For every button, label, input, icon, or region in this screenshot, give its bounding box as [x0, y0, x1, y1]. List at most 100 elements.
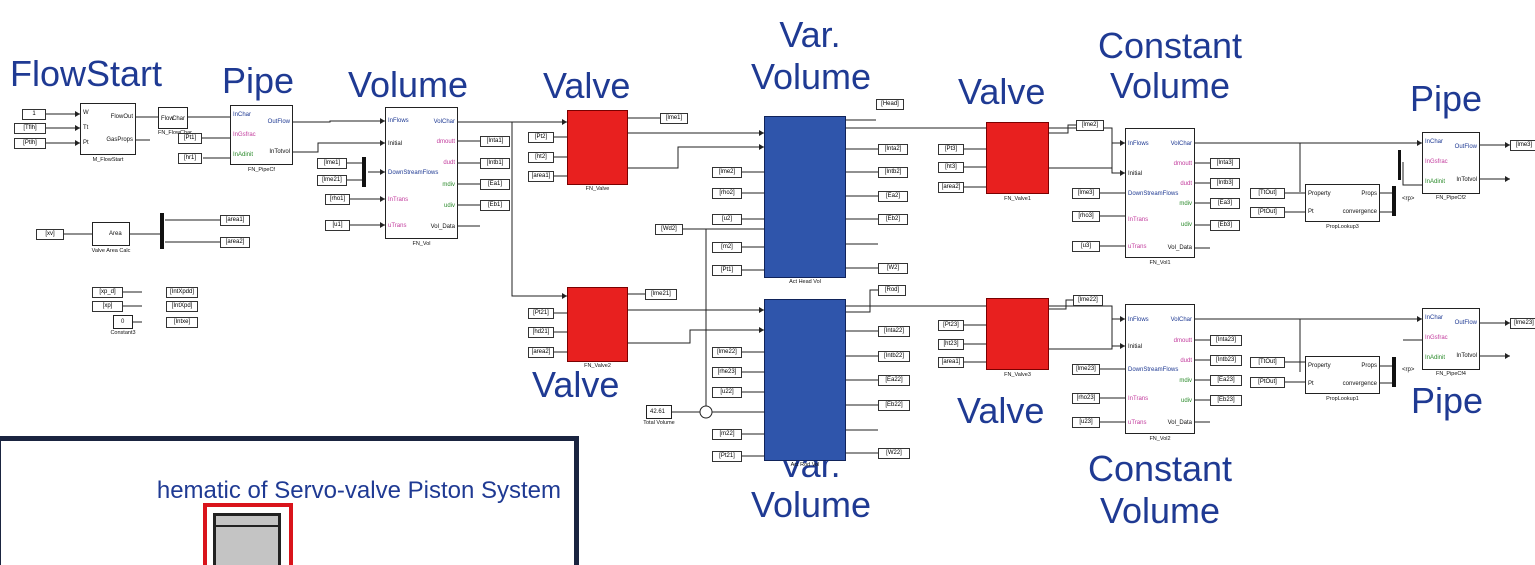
valve2-block[interactable]	[567, 287, 628, 362]
tag-input[interactable]: [xv]	[36, 229, 64, 240]
tag-input[interactable]: [hd21]	[528, 327, 554, 338]
tag-input[interactable]: [Pt23]	[938, 320, 964, 331]
tag-output[interactable]: [lme21]	[645, 289, 677, 300]
tag-output[interactable]: [Rod]	[878, 285, 906, 296]
tag-output[interactable]: [Ea23]	[1210, 375, 1242, 386]
tag-input[interactable]: [area2]	[938, 182, 964, 193]
tag-output[interactable]: [lme23]	[1510, 318, 1535, 329]
constant-volume1-block[interactable]: InFlows Initial DownStreamFlows InTrans …	[1125, 128, 1195, 258]
flowchar-block[interactable]: Flow Char	[158, 107, 188, 129]
tag-output[interactable]: [Intb3]	[1210, 178, 1240, 189]
proplookup1-label: PropLookup1	[1326, 396, 1359, 402]
tag-input[interactable]: [area1]	[528, 171, 554, 182]
tag-output[interactable]: [Inta1]	[480, 136, 510, 147]
tag-output[interactable]: [lme3]	[1510, 140, 1535, 151]
tag-output[interactable]: [Intxe]	[166, 317, 198, 328]
tag-output[interactable]: [Intb23]	[1210, 355, 1242, 366]
tag-input[interactable]: [u1]	[325, 220, 350, 231]
constant3-block[interactable]: 0	[113, 315, 133, 329]
flowstart-block[interactable]: W Tt Pt FlowOut GasProps	[80, 103, 136, 155]
tag-input[interactable]: [Tflh]	[14, 123, 46, 134]
tag-input[interactable]: [rho2]	[712, 188, 742, 199]
tag-input[interactable]: [area1]	[938, 357, 964, 368]
tag-input[interactable]: [hr1]	[178, 153, 202, 164]
tag-output[interactable]: [Ea22]	[878, 375, 910, 386]
tag-input[interactable]: [rhe23]	[712, 367, 742, 378]
tag-output[interactable]: [IntXpd]	[166, 301, 198, 312]
tag-input[interactable]: [lme21]	[317, 175, 347, 186]
tag-input[interactable]: 1	[22, 109, 46, 120]
constant-volume2-block[interactable]: InFlows Initial DownStreamFlows InTrans …	[1125, 304, 1195, 434]
tag-output[interactable]: [W2]	[878, 263, 908, 274]
tag-output[interactable]: [Eb3]	[1210, 220, 1240, 231]
tag-output[interactable]: [Eb22]	[878, 400, 910, 411]
tag-input[interactable]: [Pt2]	[528, 132, 554, 143]
proplookup1-block[interactable]: Property Pt Props convergence	[1305, 356, 1380, 394]
tag-input[interactable]: [lme3]	[1072, 188, 1100, 199]
tag-output[interactable]: [Intb2]	[878, 167, 908, 178]
tag-output[interactable]: [Ea2]	[878, 191, 908, 202]
proplookup3-block[interactable]: Property Pt Props convergence	[1305, 184, 1380, 222]
tag-input[interactable]: [PtOut]	[1250, 207, 1285, 218]
tag-output[interactable]: [W22]	[878, 448, 910, 459]
tag-input[interactable]: [xp_d]	[92, 287, 123, 298]
tag-output[interactable]: [Head]	[876, 99, 904, 110]
tag-input[interactable]: [lme1]	[317, 158, 347, 169]
total-volume-constant[interactable]: 42.61	[646, 405, 672, 419]
tag-output[interactable]: [Ea3]	[1210, 198, 1240, 209]
tag-input[interactable]: [u3]	[1072, 241, 1100, 252]
tag-output[interactable]: [lme22]	[1073, 295, 1103, 306]
tag-input[interactable]: [TtOut]	[1250, 357, 1285, 368]
valve1-block[interactable]	[986, 122, 1049, 194]
tag-input[interactable]: [Pt1]	[178, 133, 202, 144]
tag-input[interactable]: [u22]	[712, 387, 742, 398]
volume-block[interactable]: InFlows Initial DownStreamFlows InTrans …	[385, 107, 458, 239]
tag-output[interactable]: [IntXpdd]	[166, 287, 198, 298]
tag-input[interactable]: [Ptlh]	[14, 138, 46, 149]
tag-input[interactable]: [m22]	[712, 429, 742, 440]
tag-output[interactable]: [Inta22]	[878, 326, 910, 337]
valve-area-calc-block[interactable]: Area	[92, 222, 130, 246]
tag-output[interactable]: [Eb1]	[480, 200, 510, 211]
tag-output[interactable]: [Eb23]	[1210, 395, 1242, 406]
tag-output[interactable]: [lme1]	[660, 113, 688, 124]
tag-input[interactable]: [Wd2]	[655, 224, 683, 235]
tag-input[interactable]: [Pt1]	[712, 265, 742, 276]
tag-input[interactable]: [rho3]	[1072, 211, 1100, 222]
tag-output[interactable]: [Inta3]	[1210, 158, 1240, 169]
tag-input[interactable]: [ht23]	[938, 339, 964, 350]
tag-output[interactable]: [Eb2]	[878, 214, 908, 225]
tag-input[interactable]: [u23]	[1072, 417, 1100, 428]
tag-input[interactable]: [PtOut]	[1250, 377, 1285, 388]
tag-input[interactable]: [lme2]	[712, 167, 742, 178]
pipe-cf4-block[interactable]: InChar InGsfrac InAdinit OutFlow InTotvo…	[1422, 308, 1480, 370]
tag-output[interactable]: [Inta23]	[1210, 335, 1242, 346]
tag-output[interactable]: [Ea1]	[480, 179, 510, 190]
tag-input[interactable]: [Pt21]	[528, 308, 554, 319]
tag-input[interactable]: [rho23]	[1072, 393, 1100, 404]
act-rod-vol-block[interactable]	[764, 299, 846, 461]
tag-input[interactable]: [Pt3]	[938, 144, 964, 155]
tag-input[interactable]: [xp]	[92, 301, 123, 312]
act-head-vol-block[interactable]	[764, 116, 846, 278]
tag-output[interactable]: [Intb1]	[480, 158, 510, 169]
tag-input[interactable]: [Pt21]	[712, 451, 742, 462]
tag-input[interactable]: [TtOut]	[1250, 188, 1285, 199]
tag-output[interactable]: [Intb22]	[878, 351, 910, 362]
valve3-block[interactable]	[986, 298, 1049, 370]
tag-input[interactable]: [ht3]	[938, 162, 964, 173]
tag-input[interactable]: [rho1]	[325, 194, 350, 205]
tag-output[interactable]: [area2]	[220, 237, 250, 248]
tag-output[interactable]: [lme2]	[1076, 120, 1104, 131]
tag-output[interactable]: [area1]	[220, 215, 250, 226]
tag-input[interactable]: [lme23]	[1072, 364, 1100, 375]
tag-input[interactable]: [lme22]	[712, 347, 742, 358]
valve-block[interactable]	[567, 110, 628, 185]
tag-input[interactable]: [area2]	[528, 347, 554, 358]
tag-input[interactable]: [ht2]	[528, 152, 554, 163]
pipe-cf-block[interactable]: InChar InGsfrac InAdinit OutFlow InTotvo…	[230, 105, 293, 165]
pipe-cf2-block[interactable]: InChar InGsfrac InAdinit OutFlow InTotvo…	[1422, 132, 1480, 194]
tag-input[interactable]: [m2]	[712, 242, 742, 253]
tag-input[interactable]: [u2]	[712, 214, 742, 225]
tag-output[interactable]: [Inta2]	[878, 144, 908, 155]
